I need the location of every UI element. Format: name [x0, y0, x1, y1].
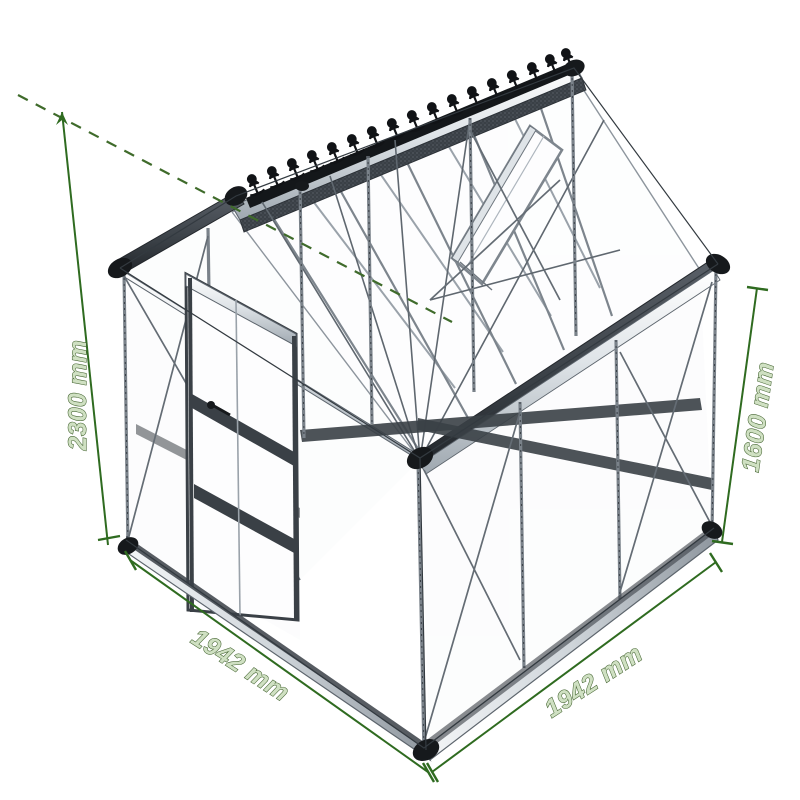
- greenhouse-model: [107, 48, 731, 762]
- door[interactable]: [184, 271, 300, 622]
- ridge-projection-leader: [17, 94, 453, 323]
- dimension-height-eaves: 1600 mm: [711, 285, 780, 546]
- model-outlines: [119, 67, 719, 751]
- dimension-label-height-overall: 2300 mm: [64, 340, 92, 452]
- dimension-height-overall: 2300 mm: [56, 111, 121, 546]
- door-handle[interactable]: [207, 401, 231, 417]
- roof-glazing-bars-near: [261, 87, 614, 453]
- post-texture: [123, 71, 717, 753]
- dimension-label-height-eaves: 1600 mm: [737, 360, 780, 473]
